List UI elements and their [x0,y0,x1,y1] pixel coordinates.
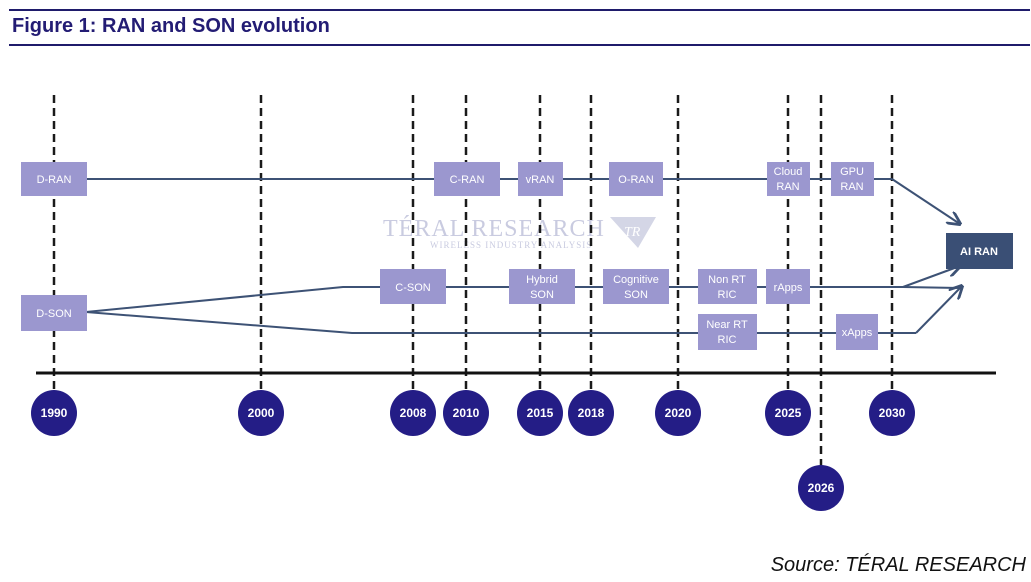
year-label: 2030 [879,406,906,420]
year-label: 2020 [665,406,692,420]
son-lower-line [85,311,916,334]
ran-box-o-ran: O-RAN [609,162,663,196]
year-marker-2010: 2010 [443,390,489,436]
year-marker-1990: 1990 [31,390,77,436]
ran-box-label-line1: Cloud [774,166,803,178]
year-label: 2026 [808,481,835,495]
son-box-label-line2: RIC [718,334,737,346]
son-box-label-line2: SON [624,289,648,301]
son-box-hybrid-son: Hybrid SON [509,269,575,304]
ran-box-cloud-ran: Cloud RAN [767,162,810,196]
son-box-label-line1: Near RT [706,319,748,331]
ran-box-label: D-RAN [37,174,72,186]
year-marker-2008: 2008 [390,390,436,436]
year-label: 2025 [775,406,802,420]
son-box-rapps: rApps [766,269,810,304]
ran-to-ai-arrow [891,178,960,224]
son-box-d-son: D-SON [21,295,87,331]
year-label: 2018 [578,406,605,420]
year-label: 2015 [527,406,554,420]
son-box-label: D-SON [36,308,72,320]
year-guides [52,95,894,468]
watermark-logo-text: TR [624,225,641,240]
year-label: 2000 [248,406,275,420]
ran-box-label-line2: RAN [840,181,863,193]
flow-lines [85,178,962,334]
year-marker-2000: 2000 [238,390,284,436]
son-box-label: rApps [774,282,803,294]
watermark-sub-text: WIRELESS INDUSTRY ANALYSIS [430,240,592,250]
ran-box-label: O-RAN [618,174,654,186]
son-track: D-SON C-SON Hybrid SON Cognitive SON Non… [21,269,878,350]
watermark: TÉRAL RESEARCH WIRELESS INDUSTRY ANALYSI… [383,216,656,250]
year-marker-2015: 2015 [517,390,563,436]
year-label: 2008 [400,406,427,420]
son-box-non-rt-ric: Non RT RIC [698,269,757,304]
son-box-xapps: xApps [836,314,878,350]
son-box-label-line2: SON [530,289,554,301]
year-label: 1990 [41,406,68,420]
watermark-main-text: TÉRAL RESEARCH [383,216,605,242]
target-box-label: AI RAN [960,246,998,258]
ran-box-d-ran: D-RAN [21,162,87,196]
figure-title: Figure 1: RAN and SON evolution [12,15,330,37]
ran-box-c-ran: C-RAN [434,162,500,196]
title-rule-bottom [9,44,1030,46]
son-upper-arrow [902,266,960,288]
son-box-label: xApps [842,327,873,339]
year-markers: 1990 2000 2008 2010 2015 2018 2020 2025 [31,390,915,511]
son-box-label: C-SON [395,282,431,294]
ran-box-gpu-ran: GPU RAN [831,162,874,196]
target-box-ai-ran: AI RAN [946,233,1013,269]
son-box-label-line1: Hybrid [526,274,558,286]
ran-box-label-line1: GPU [840,166,864,178]
son-box-c-son: C-SON [380,269,446,304]
year-marker-2030: 2030 [869,390,915,436]
ran-box-label: C-RAN [450,174,485,186]
son-lower-arrow [915,286,962,334]
ran-box-label-line2: RAN [776,181,799,193]
ran-track: D-RAN C-RAN vRAN O-RAN Cloud RAN GPU RAN [21,162,874,196]
title-rule-top [9,9,1030,11]
son-box-label-line1: Non RT [708,274,746,286]
year-marker-2025: 2025 [765,390,811,436]
year-label: 2010 [453,406,480,420]
son-box-cognitive-son: Cognitive SON [603,269,669,304]
year-marker-2020: 2020 [655,390,701,436]
year-marker-2018: 2018 [568,390,614,436]
year-marker-2026: 2026 [798,465,844,511]
ran-box-label: vRAN [526,174,555,186]
watermark-logo-icon [610,217,656,248]
son-box-near-rt-ric: Near RT RIC [698,314,757,350]
son-box-label-line2: RIC [718,289,737,301]
ran-box-vran: vRAN [518,162,563,196]
source-caption: Source: TÉRAL RESEARCH [770,554,1026,576]
son-box-label-line1: Cognitive [613,274,659,286]
